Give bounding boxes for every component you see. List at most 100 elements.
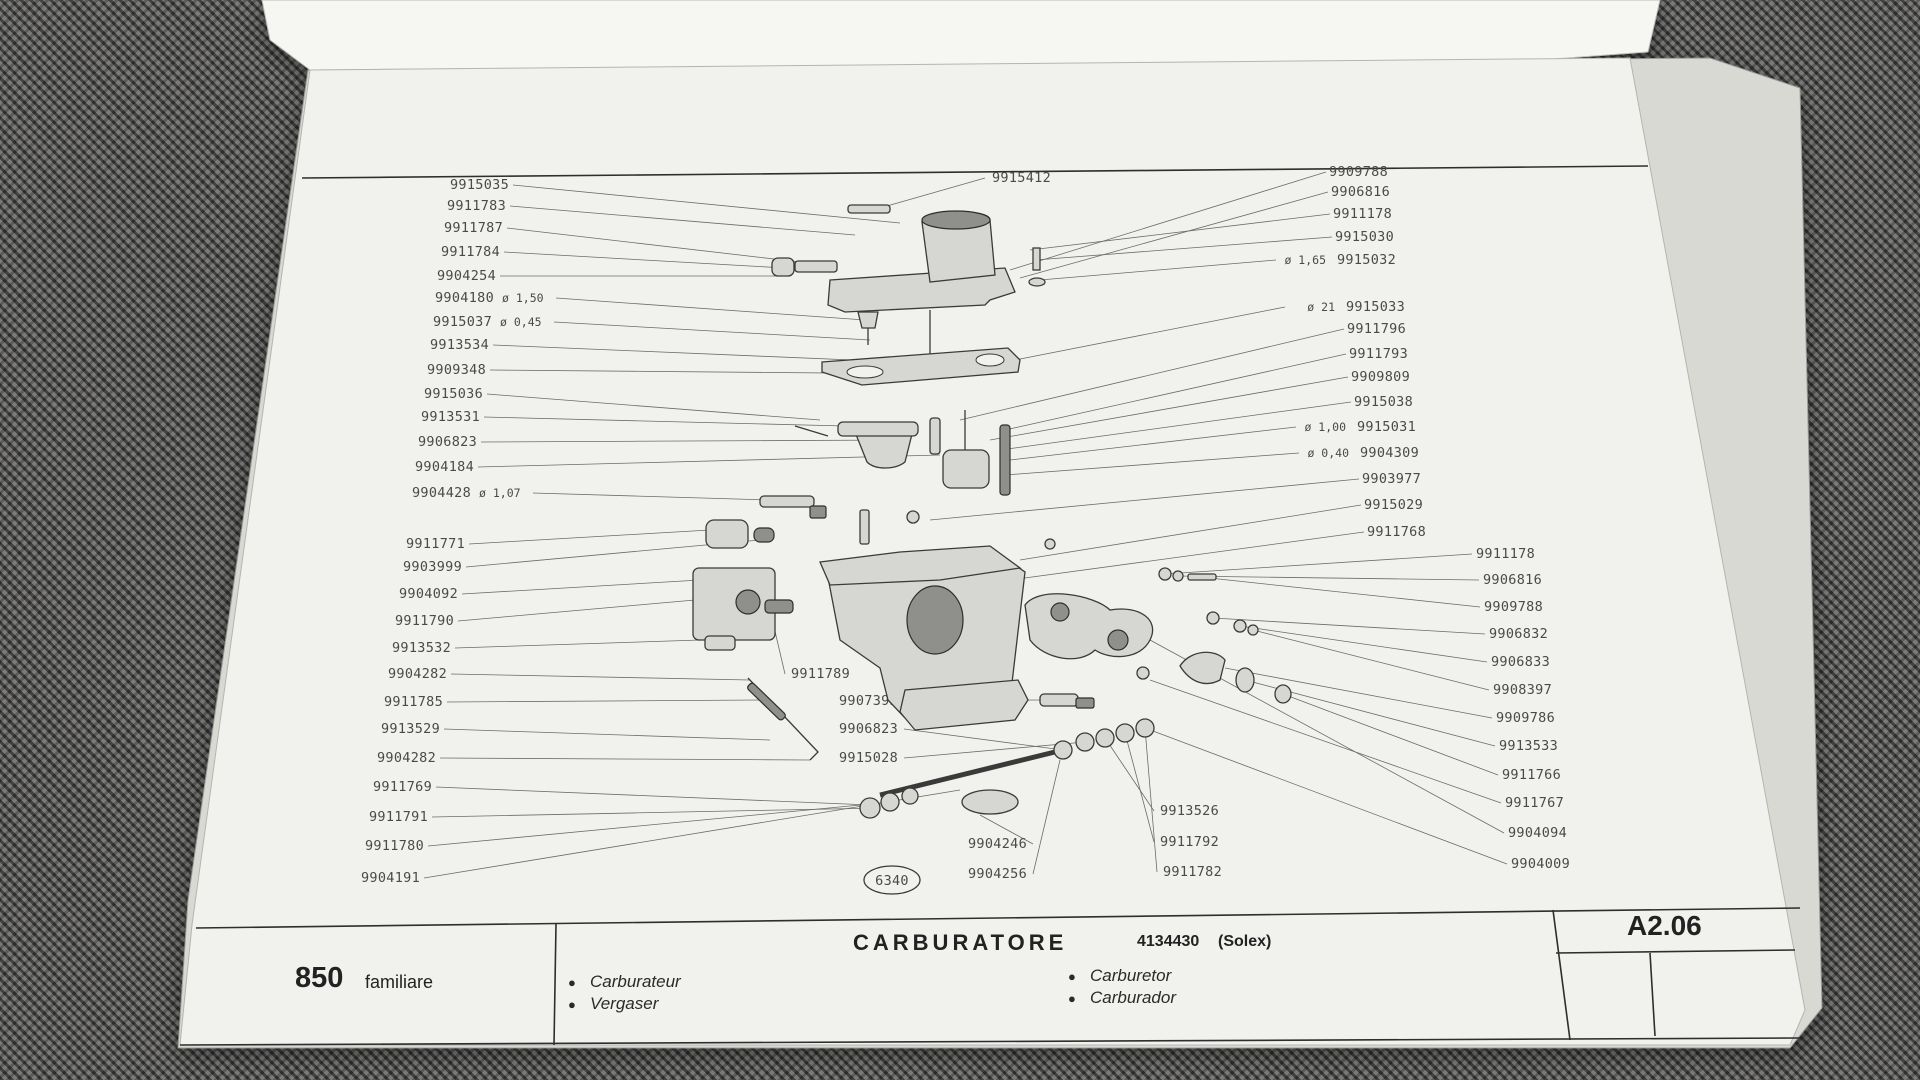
top-screw	[847, 204, 891, 214]
leader-line	[1282, 693, 1499, 776]
translation-spanish: ● Carburador	[1068, 988, 1176, 1008]
leader-line	[1252, 629, 1490, 691]
pump-piston-body	[942, 449, 990, 489]
leader-line	[989, 376, 1349, 441]
choke-cap	[705, 519, 749, 549]
choke-spring	[764, 599, 794, 614]
leader-line	[959, 328, 1345, 421]
part-number-left: 9913529	[381, 721, 440, 737]
part-number-left: 9911787	[444, 220, 503, 236]
leader-line	[1149, 679, 1502, 804]
leader-line	[486, 393, 821, 421]
part-number-center: 9906823	[839, 721, 898, 737]
bullet-icon: ●	[1068, 969, 1076, 984]
link-nut-d	[1233, 619, 1247, 633]
footer-divider-left	[553, 923, 557, 1046]
leader-line	[1164, 553, 1473, 575]
leader-line	[1199, 576, 1481, 608]
part-number-right: 9904309	[1360, 445, 1419, 461]
adjust-screw	[1039, 693, 1079, 707]
model-number: 850	[295, 962, 344, 994]
lever-bush	[1235, 667, 1255, 693]
spindle-washer-c	[1095, 728, 1115, 748]
leader-line	[461, 579, 701, 595]
part-number-left: 9911785	[384, 694, 443, 710]
leader-line	[879, 177, 986, 209]
part-number-left: 9911780	[365, 838, 424, 854]
leader-line	[1224, 667, 1493, 719]
bullet-icon: ●	[1068, 991, 1076, 1006]
part-number-right: 9915031	[1357, 419, 1416, 435]
leader-line	[979, 814, 1034, 845]
part-number-top: 9915412	[992, 170, 1051, 186]
pump-housing-port	[1107, 629, 1129, 651]
leader-line	[483, 416, 846, 427]
part-number-left: 9904282	[377, 750, 436, 766]
leader-line	[1009, 171, 1327, 271]
part-number-right: 9911793	[1349, 346, 1408, 362]
leader-line	[1029, 213, 1331, 251]
part-number-right-lower: 9908397	[1493, 682, 1552, 698]
choke-plate-housing	[692, 567, 776, 641]
choke-pipe	[704, 635, 736, 651]
footer-top-rule	[195, 907, 1801, 929]
leader-line	[427, 801, 893, 847]
part-number-left: 9911771	[406, 536, 465, 552]
part-number-left: 9904180	[435, 290, 494, 306]
part-number-left: 9913534	[430, 337, 489, 353]
part-number-right-lower: 9909788	[1484, 599, 1543, 615]
section-code: 4134430	[1137, 933, 1200, 950]
translation-text: Carburateur	[590, 972, 681, 991]
figure-number: 6340	[875, 873, 909, 889]
leader-line	[454, 639, 701, 649]
spindle-washer-e	[1135, 718, 1155, 738]
part-number-right-lower: 9911178	[1476, 546, 1535, 562]
header-rule	[301, 165, 1649, 179]
model-name: familiare	[365, 972, 434, 992]
part-number-right-lower: 9909786	[1496, 710, 1555, 726]
needle-valve	[857, 311, 879, 329]
part-dimension-right: ø 21	[1307, 300, 1335, 314]
gasket-hole-b	[975, 353, 1005, 367]
leader-line	[492, 344, 901, 363]
bullet-icon: ●	[568, 975, 576, 990]
part-dimension-left: ø 0,45	[500, 315, 542, 329]
throttle-lever	[1179, 651, 1226, 685]
part-dimension-right: ø 0,40	[1307, 446, 1349, 460]
idle-spring	[809, 505, 827, 519]
choke-washer	[753, 527, 775, 543]
part-number-left: 9904184	[415, 459, 474, 475]
part-number-right: 9911768	[1367, 524, 1426, 540]
part-number-right: 9903977	[1362, 471, 1421, 487]
leader-line	[999, 401, 1352, 451]
part-number-right-lower: 9911766	[1502, 767, 1561, 783]
part-number-left: 9909348	[427, 362, 486, 378]
leader-line	[1009, 426, 1297, 461]
leader-line	[450, 673, 751, 681]
part-number-center: 9913526	[1160, 803, 1219, 819]
leader-line	[477, 454, 941, 468]
pump-inlet-port	[1050, 602, 1070, 622]
link-nut-a	[1158, 567, 1172, 581]
part-number-center: 9911782	[1163, 864, 1222, 880]
leader-line	[1039, 259, 1277, 281]
translation-text: Carburador	[1090, 988, 1176, 1007]
part-number-center: 9907395	[839, 693, 898, 709]
part-number-right-lower: 9906833	[1491, 654, 1550, 670]
leader-line	[1212, 617, 1486, 635]
air-horn-mouth	[921, 210, 991, 230]
part-number-left: 9904254	[437, 268, 496, 284]
figure-number-ring	[863, 865, 921, 895]
idle-screw	[759, 495, 815, 508]
leader-line	[435, 786, 871, 806]
leader-line	[512, 184, 901, 224]
leader-line	[480, 439, 901, 443]
pump-spring	[999, 424, 1011, 496]
part-number-left: 9906823	[418, 434, 477, 450]
link-nut-e	[1247, 624, 1259, 636]
throttle-disc	[961, 789, 1019, 815]
callout-labels: 9915035991178399117879911784990425499041…	[361, 164, 1570, 886]
leader-line	[1144, 727, 1158, 873]
part-number-center: 9911792	[1160, 834, 1219, 850]
